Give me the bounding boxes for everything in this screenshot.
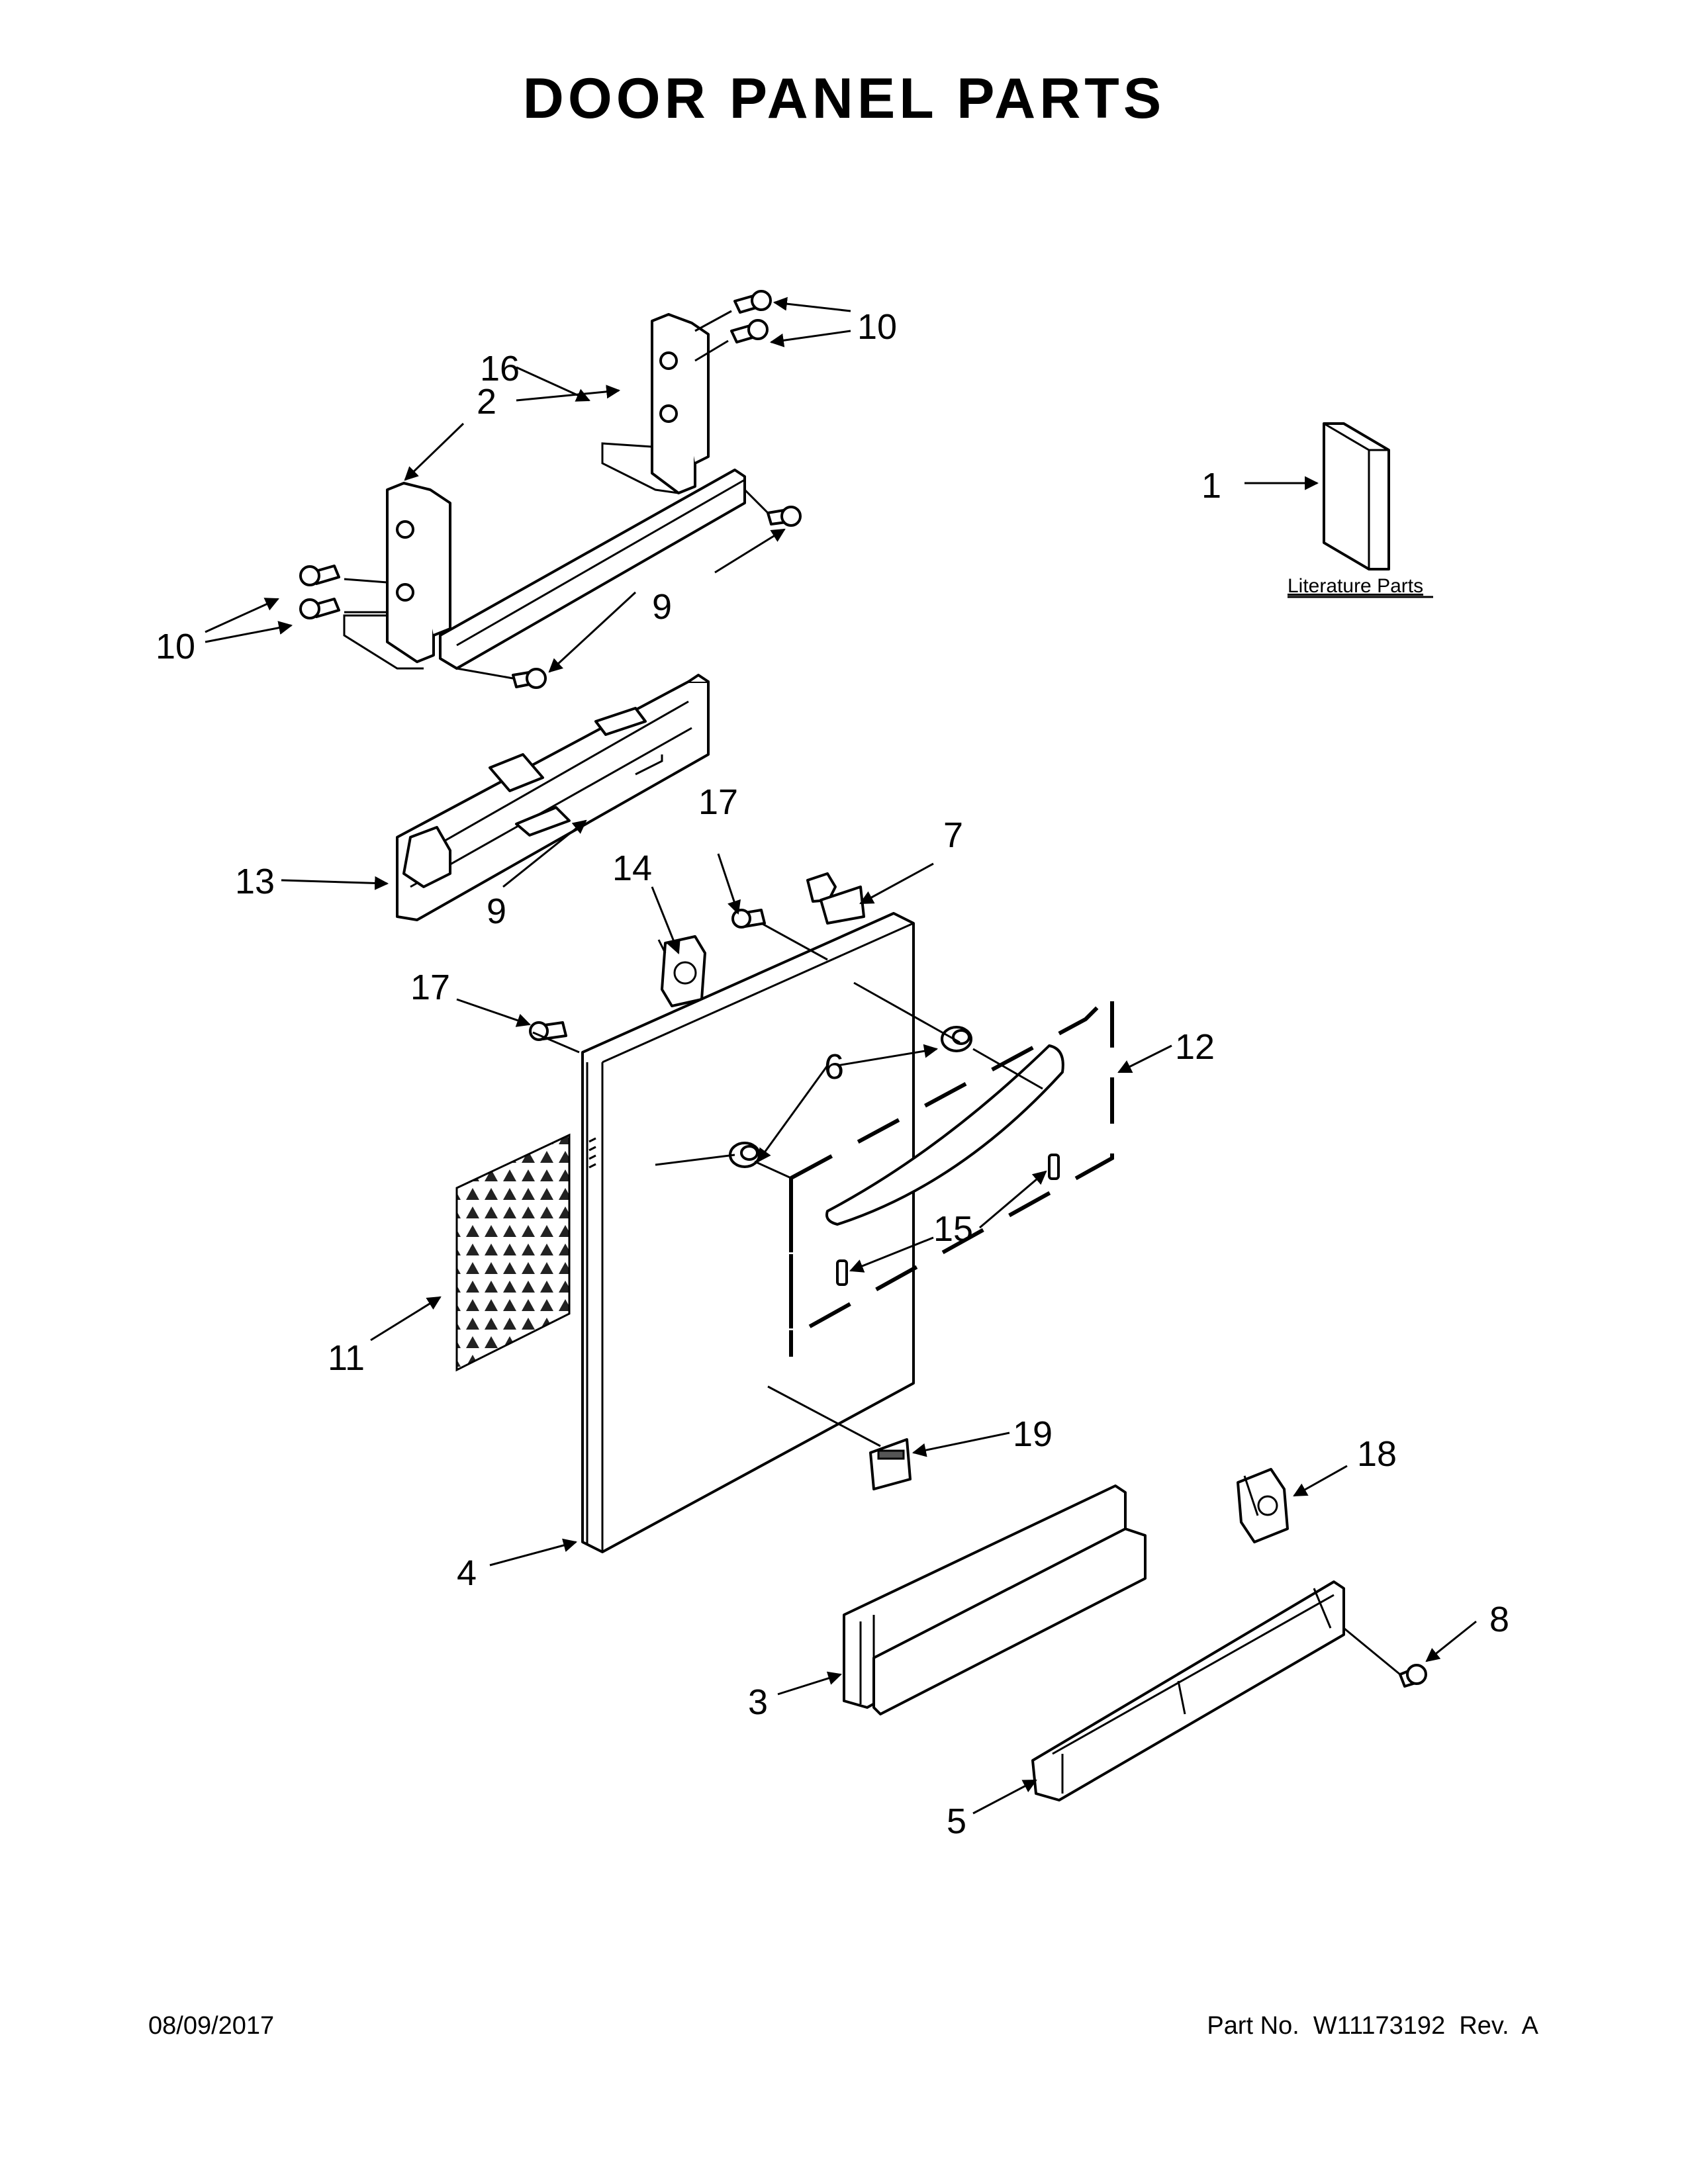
screw-9-left — [512, 668, 547, 689]
part-7-latch — [806, 872, 865, 925]
callout-18: 18 — [1357, 1434, 1397, 1474]
callout-6: 6 — [824, 1047, 844, 1087]
door-handle — [825, 1044, 1064, 1226]
callout-12: 12 — [1175, 1027, 1215, 1067]
callout-10-upper: 10 — [857, 307, 897, 347]
part-15-pin-right — [1048, 1154, 1060, 1180]
callout-11: 11 — [328, 1338, 365, 1378]
screw-17-lower — [529, 1021, 567, 1041]
footer-date: 08/09/2017 — [148, 2012, 275, 2040]
part-14-door-switch — [661, 935, 706, 1007]
part-11-insulation-mesh — [455, 1133, 571, 1372]
part-16-cross-bracket — [439, 469, 746, 670]
part-19-badge — [869, 1438, 912, 1490]
part-13-control-console — [396, 674, 710, 921]
part-2-side-bracket-left — [343, 482, 451, 670]
part-12-handle-area-outline — [789, 987, 1114, 1357]
part-18-clip — [1237, 1468, 1289, 1543]
screw-8 — [1399, 1664, 1427, 1688]
screw-10-upper-b — [730, 319, 769, 343]
part-3-toe-kick-panel — [843, 1484, 1147, 1715]
callout-4: 4 — [457, 1553, 477, 1593]
part-15-pin-left — [836, 1259, 848, 1286]
part-4-door-outer-panel — [581, 912, 915, 1553]
literature-parts-label: Literature Parts — [1288, 575, 1423, 597]
callout-10-lower: 10 — [156, 627, 195, 666]
callout-8: 8 — [1489, 1600, 1509, 1639]
callout-15: 15 — [933, 1209, 973, 1249]
screw-10-upper-a — [733, 290, 772, 314]
page-title: DOOR PANEL PARTS — [522, 67, 1166, 130]
callout-5: 5 — [947, 1801, 966, 1841]
callout-9-upper: 9 — [652, 587, 672, 627]
part-5-kickplate-bracket — [1031, 1580, 1345, 1801]
part-6-handle-boss-right — [941, 1026, 972, 1052]
part-1-literature-booklet — [1323, 422, 1390, 570]
callout-1: 1 — [1201, 466, 1221, 506]
callout-2: 2 — [477, 382, 496, 422]
callout-9-lower: 9 — [487, 891, 506, 931]
part-2-side-bracket-right — [601, 313, 710, 494]
screw-10-lower-b — [299, 598, 340, 619]
callout-16: 16 — [480, 349, 520, 388]
footer-part-number: Part No. W11173192 Rev. A — [1207, 2012, 1538, 2040]
screw-10-lower-a — [299, 565, 340, 586]
screw-9-right — [767, 506, 802, 527]
callout-13: 13 — [235, 862, 275, 901]
callout-14: 14 — [612, 848, 652, 888]
callout-19: 19 — [1013, 1414, 1053, 1454]
callout-3: 3 — [748, 1682, 768, 1722]
callout-17-lower: 17 — [410, 968, 450, 1007]
leader-lines — [205, 296, 1477, 1815]
callout-7: 7 — [943, 815, 963, 855]
callout-17-upper: 17 — [698, 782, 738, 822]
